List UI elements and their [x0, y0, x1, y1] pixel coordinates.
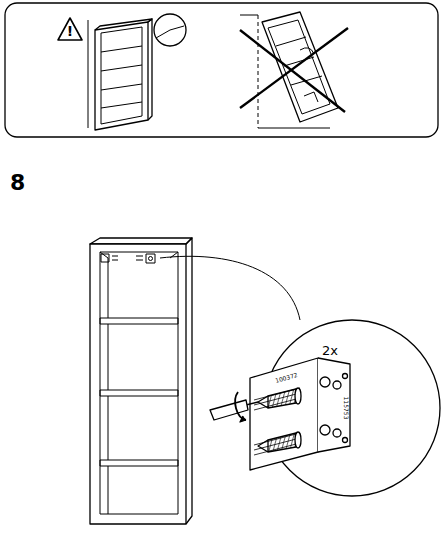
leader-line [160, 256, 300, 320]
screw [258, 388, 301, 452]
warning-panel [5, 3, 438, 137]
step-number: 8 [10, 172, 25, 194]
wall-line [88, 20, 89, 128]
warning-mark: ! [67, 24, 73, 38]
bracket-icon [101, 254, 155, 263]
wall-line [258, 15, 259, 128]
detail-circle [154, 14, 186, 46]
wall-bracket [250, 358, 350, 470]
screwdriver [210, 392, 258, 422]
bookcase [90, 238, 192, 524]
warning-triangle [58, 18, 82, 40]
bookcase-tipping [262, 12, 338, 122]
bookcase-upright [95, 19, 152, 130]
quantity: 2x [322, 344, 338, 357]
part-number: 115753 [343, 397, 349, 420]
cross-out [240, 28, 348, 112]
